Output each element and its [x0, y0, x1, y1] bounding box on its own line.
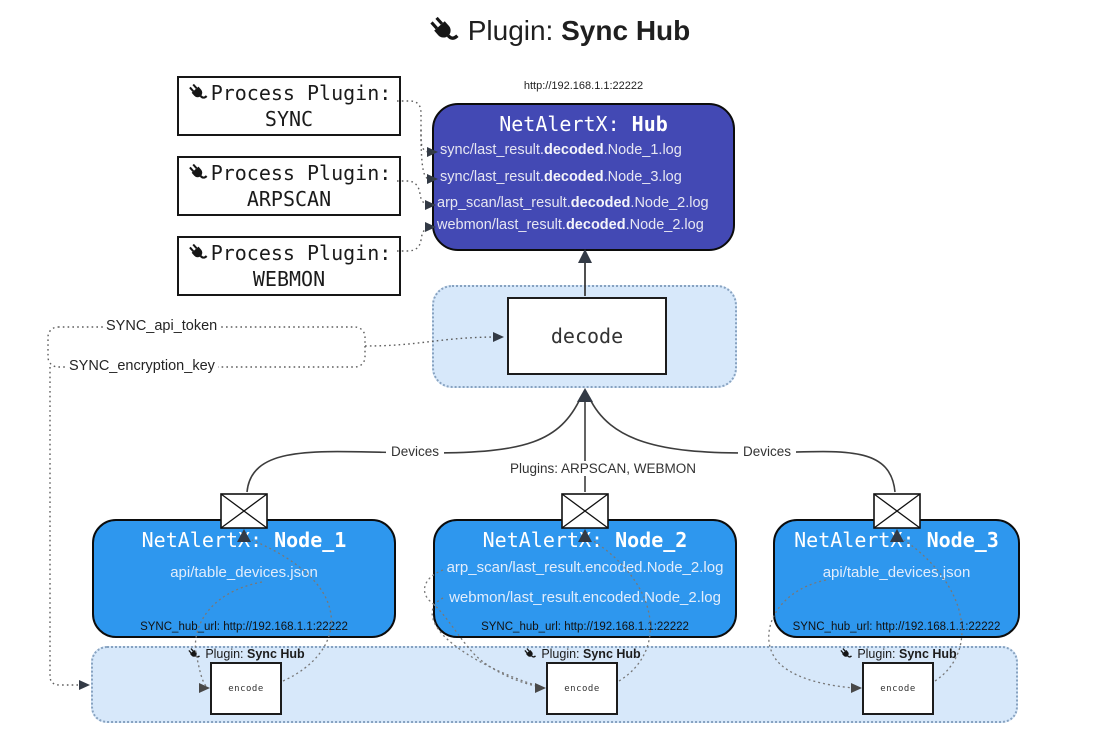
plug-icon [188, 83, 208, 99]
process-plugin-label: Process Plugin: [210, 241, 392, 265]
page-title-text: Plugin: Sync Hub [467, 15, 691, 46]
connector-sync-to-hub-1 [397, 100, 431, 153]
node-1-hub-url: SYNC_hub_url: http://192.168.1.1:22222 [140, 621, 348, 633]
encode-box-2: encode [546, 662, 618, 715]
process-plugin-label: Process Plugin: [210, 81, 392, 105]
node-2-hub-url: SYNC_hub_url: http://192.168.1.1:22222 [481, 621, 689, 633]
decode-box: decode [507, 297, 667, 375]
hub-url-label: http://192.168.1.1:22222 [523, 80, 644, 92]
setting-api-token: SYNC_api_token [103, 318, 221, 334]
edge-label-devices-right: Devices [738, 444, 797, 459]
arrowhead [577, 388, 593, 402]
hub-file-line: sync/last_result.decoded.Node_1.log [440, 142, 682, 158]
process-plugin-name: ARPSCAN [246, 187, 332, 211]
connector-settings-to-encoders [49, 367, 78, 686]
arrowhead [578, 249, 592, 263]
plug-icon [430, 16, 459, 40]
setting-encryption-key: SYNC_encryption_key [66, 358, 218, 374]
encode-plugin-label-3: Plugin: Sync Hub [808, 647, 988, 661]
hub-file-line: arp_scan/last_result.decoded.Node_2.log [437, 195, 709, 211]
process-plugin-label: Process Plugin: [210, 161, 392, 185]
node-2-file: webmon/last_result.encoded.Node_2.log [449, 589, 721, 606]
process-plugin-name: WEBMON [252, 267, 326, 291]
node-3-hub-url: SYNC_hub_url: http://192.168.1.1:22222 [792, 621, 1001, 633]
encode-plugin-label-1: Plugin: Sync Hub [156, 647, 336, 661]
hub-title: NetAlertX: Hub [499, 112, 668, 136]
edge-label-plugins: Plugins: ARPSCAN, WEBMON [505, 461, 702, 476]
encode-box-1: encode [210, 662, 282, 715]
node-2-title: NetAlertX: Node_2 [482, 528, 688, 552]
node-2-file: arp_scan/last_result.encoded.Node_2.log [446, 559, 724, 576]
process-plugin-sync: Process Plugin: SYNC [177, 76, 401, 136]
hub-box [432, 103, 735, 251]
arrowhead [79, 680, 90, 690]
plug-icon [188, 648, 201, 658]
plug-icon [188, 243, 208, 259]
encode-plugin-label-2: Plugin: Sync Hub [492, 647, 672, 661]
node-1-file: api/table_devices.json [170, 564, 318, 581]
connector-webmon-to-hub [397, 226, 431, 252]
process-plugin-webmon: Process Plugin: WEBMON [177, 236, 401, 296]
node-3-title: NetAlertX: Node_3 [794, 528, 999, 552]
node-3-file: api/table_devices.json [822, 564, 971, 581]
hub-file-line: webmon/last_result.decoded.Node_2.log [437, 217, 704, 233]
edge-label-devices-left: Devices [386, 444, 445, 459]
plug-icon [188, 163, 208, 179]
page-title: Plugin: Sync Hub [0, 14, 1117, 48]
encode-box-3: encode [862, 662, 934, 715]
hub-file-line: sync/last_result.decoded.Node_3.log [440, 169, 682, 185]
plug-icon [840, 648, 853, 658]
plug-icon [524, 648, 537, 658]
connector-arpscan-to-hub [397, 180, 431, 206]
connector-sync-to-hub-2 [420, 129, 431, 180]
node-1-title: NetAlertX: Node_1 [141, 528, 347, 552]
process-plugin-name: SYNC [264, 107, 314, 131]
process-plugin-arpscan: Process Plugin: ARPSCAN [177, 156, 401, 216]
